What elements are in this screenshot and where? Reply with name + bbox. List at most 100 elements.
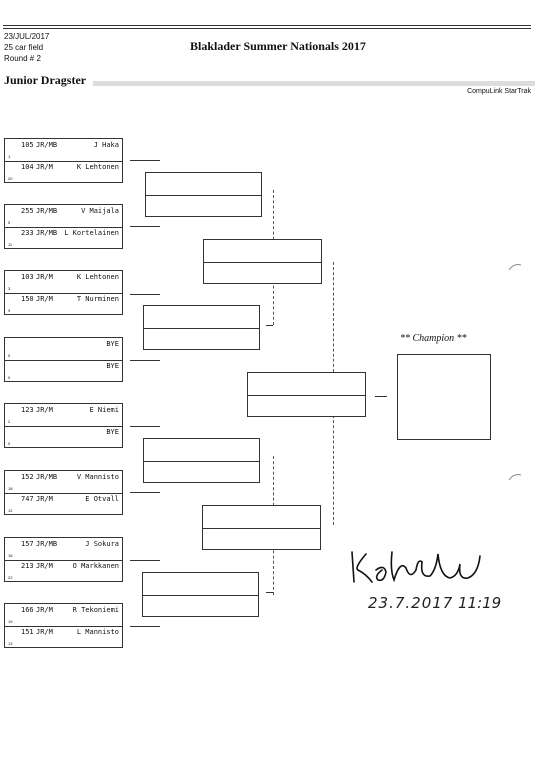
bracket-connector: [266, 325, 273, 326]
event-name: Junior Dragster: [4, 73, 87, 87]
entry-class: JR/MB: [36, 229, 58, 237]
entry-number: 123: [21, 406, 34, 414]
entry-class: JR/M: [36, 562, 53, 570]
entry-name: BYE: [106, 362, 119, 370]
pair-box-8: 166 JR/M R Tekoniemi 19 151 JR/M L Manni…: [4, 603, 123, 648]
pair-box-5: 123 JR/M E Niemi 2 BYE 0: [4, 403, 123, 448]
entry-number: 255: [21, 207, 34, 215]
lane-number: 20: [8, 176, 13, 181]
bracket-connector: [130, 360, 160, 361]
round2-box-2: [143, 305, 260, 350]
entry-number: 166: [21, 606, 34, 614]
bracket-connector: [130, 492, 160, 493]
pair-box-1: 105 JR/MB J Haka 1 104 JR/M K Lehtonen 2…: [4, 138, 123, 183]
bracket-dashed-connector: [333, 410, 334, 525]
round2-box-4: [142, 572, 259, 617]
entry-class: JR/MB: [36, 473, 58, 481]
entry-name: L Mannisto: [76, 628, 119, 636]
entry-class: JR/M: [36, 163, 53, 171]
lane-number: 12: [8, 508, 13, 513]
champion-label: ** Champion **: [400, 333, 467, 344]
signature-date: 23.7.2017: [368, 594, 454, 612]
round2-box-1: [145, 172, 262, 217]
bracket-connector: [130, 426, 160, 427]
entry-class: JR/M: [36, 406, 53, 414]
entry-name: J Haka: [93, 141, 119, 149]
final-box: [247, 372, 366, 417]
bracket-connector: [130, 294, 160, 295]
entry-number: 152: [21, 473, 34, 481]
bracket-dashed-connector: [273, 190, 274, 250]
top-rule: [3, 25, 531, 26]
bracket-connector: [130, 626, 160, 627]
dotted-leader: [93, 81, 535, 86]
entry-class: JR/MB: [36, 540, 58, 548]
bracket-connector: [266, 592, 273, 593]
entry-name: BYE: [106, 340, 119, 348]
punch-mark: [508, 474, 522, 481]
entry-name: K Lehtonen: [76, 273, 119, 281]
entry-class: JR/M: [36, 628, 53, 636]
round2-box-3: [143, 438, 260, 483]
entry-class: JR/M: [36, 606, 53, 614]
header-date: 23/JUL/2017: [4, 32, 50, 41]
entry-number: 213: [21, 562, 34, 570]
pair-box-7: 157 JR/MB J Sokura 16 213 JR/M O Markkan…: [4, 537, 123, 582]
entry-name: E Niemi: [89, 406, 119, 414]
entry-number: 747: [21, 495, 34, 503]
signature: [351, 551, 481, 583]
lane-number: 0: [8, 353, 11, 358]
entry-number: 150: [21, 295, 34, 303]
lane-number: 22: [8, 575, 13, 580]
semifinal-box-1: [203, 239, 322, 284]
lane-number: 3: [8, 286, 11, 291]
punch-mark: [508, 264, 522, 271]
lane-number: 9: [8, 308, 11, 313]
lane-number: 13: [8, 641, 13, 646]
pair-box-3: 103 JR/M K Lehtonen 3 150 JR/M T Nurmine…: [4, 270, 123, 315]
bracket-dashed-connector: [273, 540, 274, 595]
entry-class: JR/M: [36, 295, 53, 303]
entry-class: JR/MB: [36, 207, 58, 215]
top-rule-2: [3, 28, 531, 29]
lane-number: 2: [8, 419, 11, 424]
header-round: Round # 2: [4, 54, 41, 63]
header-field: 25 car field: [4, 43, 44, 52]
champion-box: [397, 354, 491, 440]
entry-name: E Otvall: [85, 495, 119, 503]
entry-name: V Mannisto: [76, 473, 119, 481]
bracket-connector: [375, 396, 387, 397]
entry-name: V Maijala: [81, 207, 119, 215]
entry-number: 104: [21, 163, 34, 171]
bracket-connector: [130, 160, 160, 161]
entry-name: O Markkanen: [72, 562, 119, 570]
entry-number: 151: [21, 628, 34, 636]
page-title: Blaklader Summer Nationals 2017: [190, 39, 366, 53]
bracket-connector: [130, 560, 160, 561]
lane-number: 16: [8, 553, 13, 558]
entry-name: R Tekoniemi: [72, 606, 119, 614]
pair-box-6: 152 JR/MB V Mannisto 18 747 JR/M E Otval…: [4, 470, 123, 515]
entry-name: BYE: [106, 428, 119, 436]
lane-number: 0: [8, 375, 11, 380]
entry-name: J Sokura: [85, 540, 119, 548]
entry-number: 157: [21, 540, 34, 548]
entry-class: JR/MB: [36, 141, 58, 149]
bracket-connector: [130, 226, 160, 227]
lane-number: 5: [8, 220, 11, 225]
vendor-label: CompuLink StarTrak: [467, 88, 531, 95]
lane-number: 0: [8, 441, 11, 446]
lane-number: 18: [8, 486, 13, 491]
entry-number: 233: [21, 229, 34, 237]
entry-number: 103: [21, 273, 34, 281]
pair-box-4: BYE 0 BYE 0: [4, 337, 123, 382]
lane-number: 11: [8, 242, 13, 247]
bracket-dashed-connector: [273, 270, 274, 325]
bracket-dashed-connector: [333, 262, 334, 372]
lane-number: 19: [8, 619, 13, 624]
signature-time: 11:19: [458, 594, 502, 612]
pair-box-2: 255 JR/MB V Maijala 5 233 JR/MB L Kortel…: [4, 204, 123, 249]
bracket-dashed-connector: [273, 456, 274, 511]
lane-number: 1: [8, 154, 11, 159]
entry-class: JR/M: [36, 495, 53, 503]
